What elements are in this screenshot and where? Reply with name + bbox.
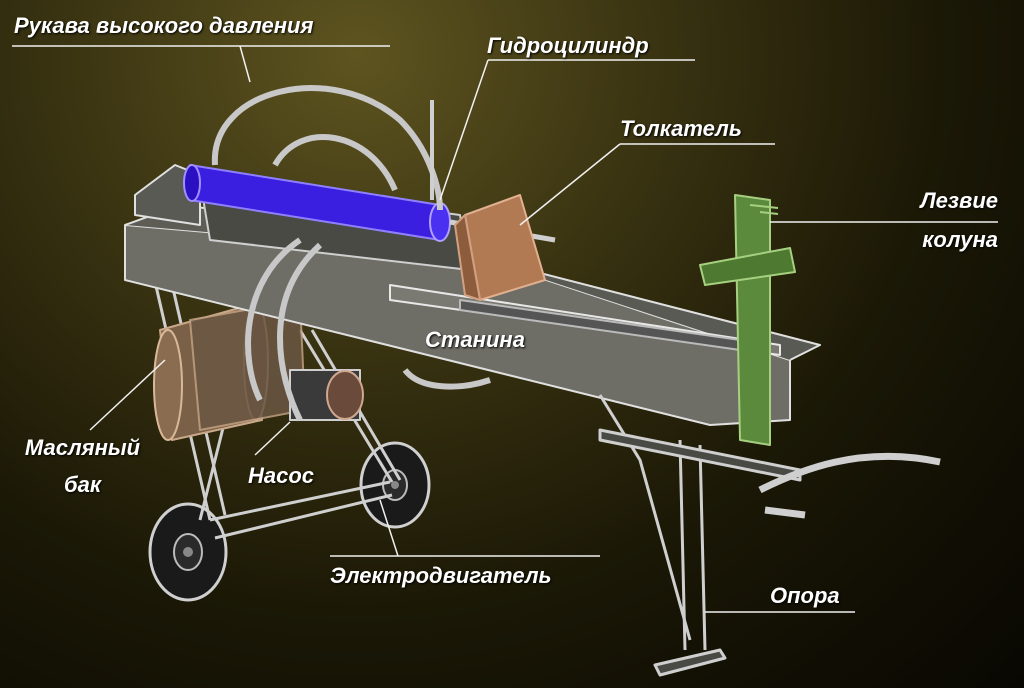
label-oil-tank-line2: бак xyxy=(63,472,101,497)
splitting-blade xyxy=(699,194,796,446)
label-blade-line1: Лезвие xyxy=(920,188,998,213)
frame-beam xyxy=(124,204,821,426)
label-pump: Насос xyxy=(248,463,315,488)
label-hoses: Рукава высокого давления xyxy=(14,13,314,38)
pump xyxy=(289,369,364,421)
hydraulic-hoses xyxy=(211,85,491,422)
rear-wheel xyxy=(148,502,228,602)
label-motor: Электродвигатель xyxy=(330,563,552,588)
support-leg xyxy=(598,394,802,677)
leader-lines xyxy=(12,45,998,613)
tow-handle xyxy=(758,452,941,519)
label-blade-line2: колуна xyxy=(922,227,998,252)
label-frame: Станина xyxy=(425,327,525,352)
label-cylinder: Гидроцилиндр xyxy=(487,33,649,58)
label-oil-tank-line1: Масляный xyxy=(24,435,141,460)
label-support: Опора xyxy=(770,583,840,608)
label-pusher: Толкатель xyxy=(620,116,742,141)
pusher-block xyxy=(454,194,546,301)
